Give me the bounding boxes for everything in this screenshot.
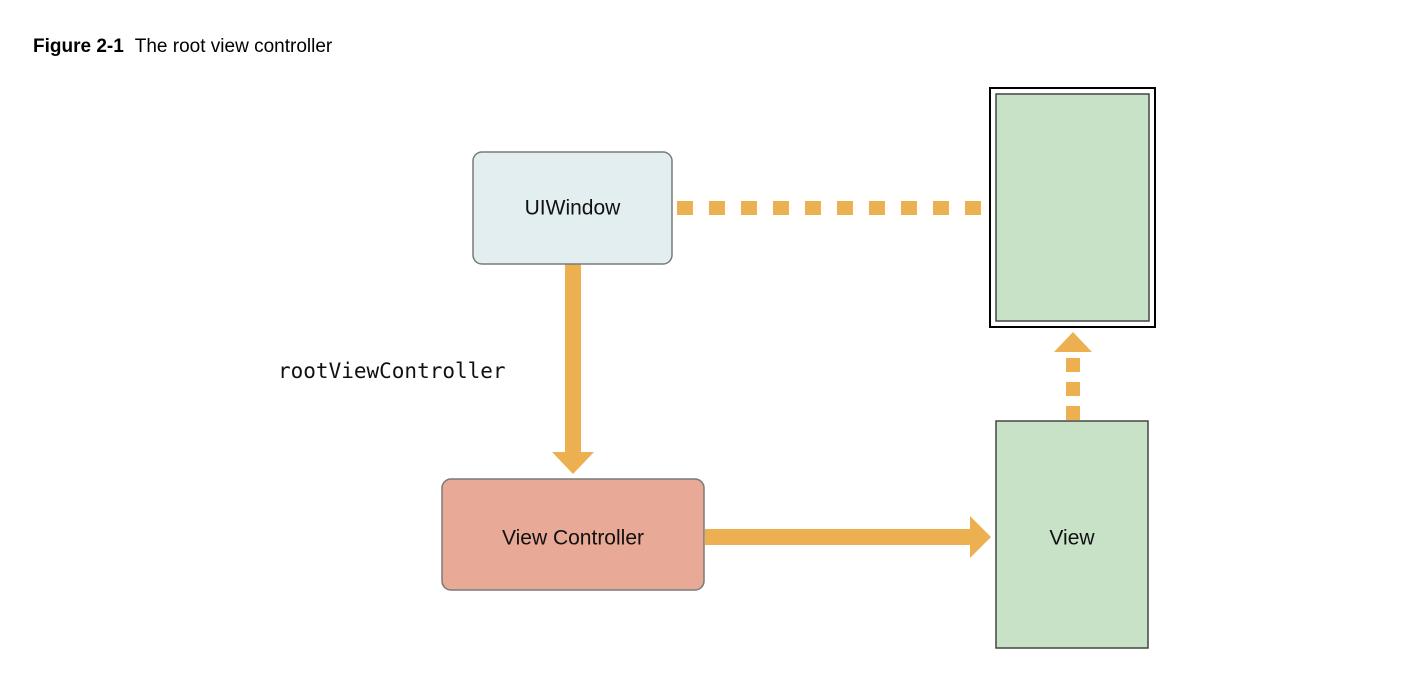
controller-to-view-arrow-head [970, 516, 991, 558]
view-box [995, 420, 1149, 649]
uiwindow-label: UIWindow [525, 197, 622, 220]
view-label: View [1049, 527, 1095, 550]
view-to-screen-dashed-arrow-head [1054, 332, 1092, 352]
figure-number: Figure 2-1 [33, 36, 124, 57]
uiwindow-box [472, 151, 673, 265]
root-view-controller-label: rootViewController [278, 359, 506, 383]
view-node: View [995, 420, 1149, 649]
figure-title: The root view controller [134, 36, 333, 57]
root-view-controller-arrow-head [552, 452, 594, 474]
window-screen-node [989, 87, 1156, 328]
figure-caption: Figure 2-1 The root view controller [33, 36, 332, 58]
uiwindow-node: UIWindow [472, 151, 673, 265]
view-controller-label: View Controller [502, 527, 644, 550]
window-screen-content-view [995, 93, 1150, 322]
view-controller-node: View Controller [441, 478, 705, 591]
view-controller-box [441, 478, 705, 591]
